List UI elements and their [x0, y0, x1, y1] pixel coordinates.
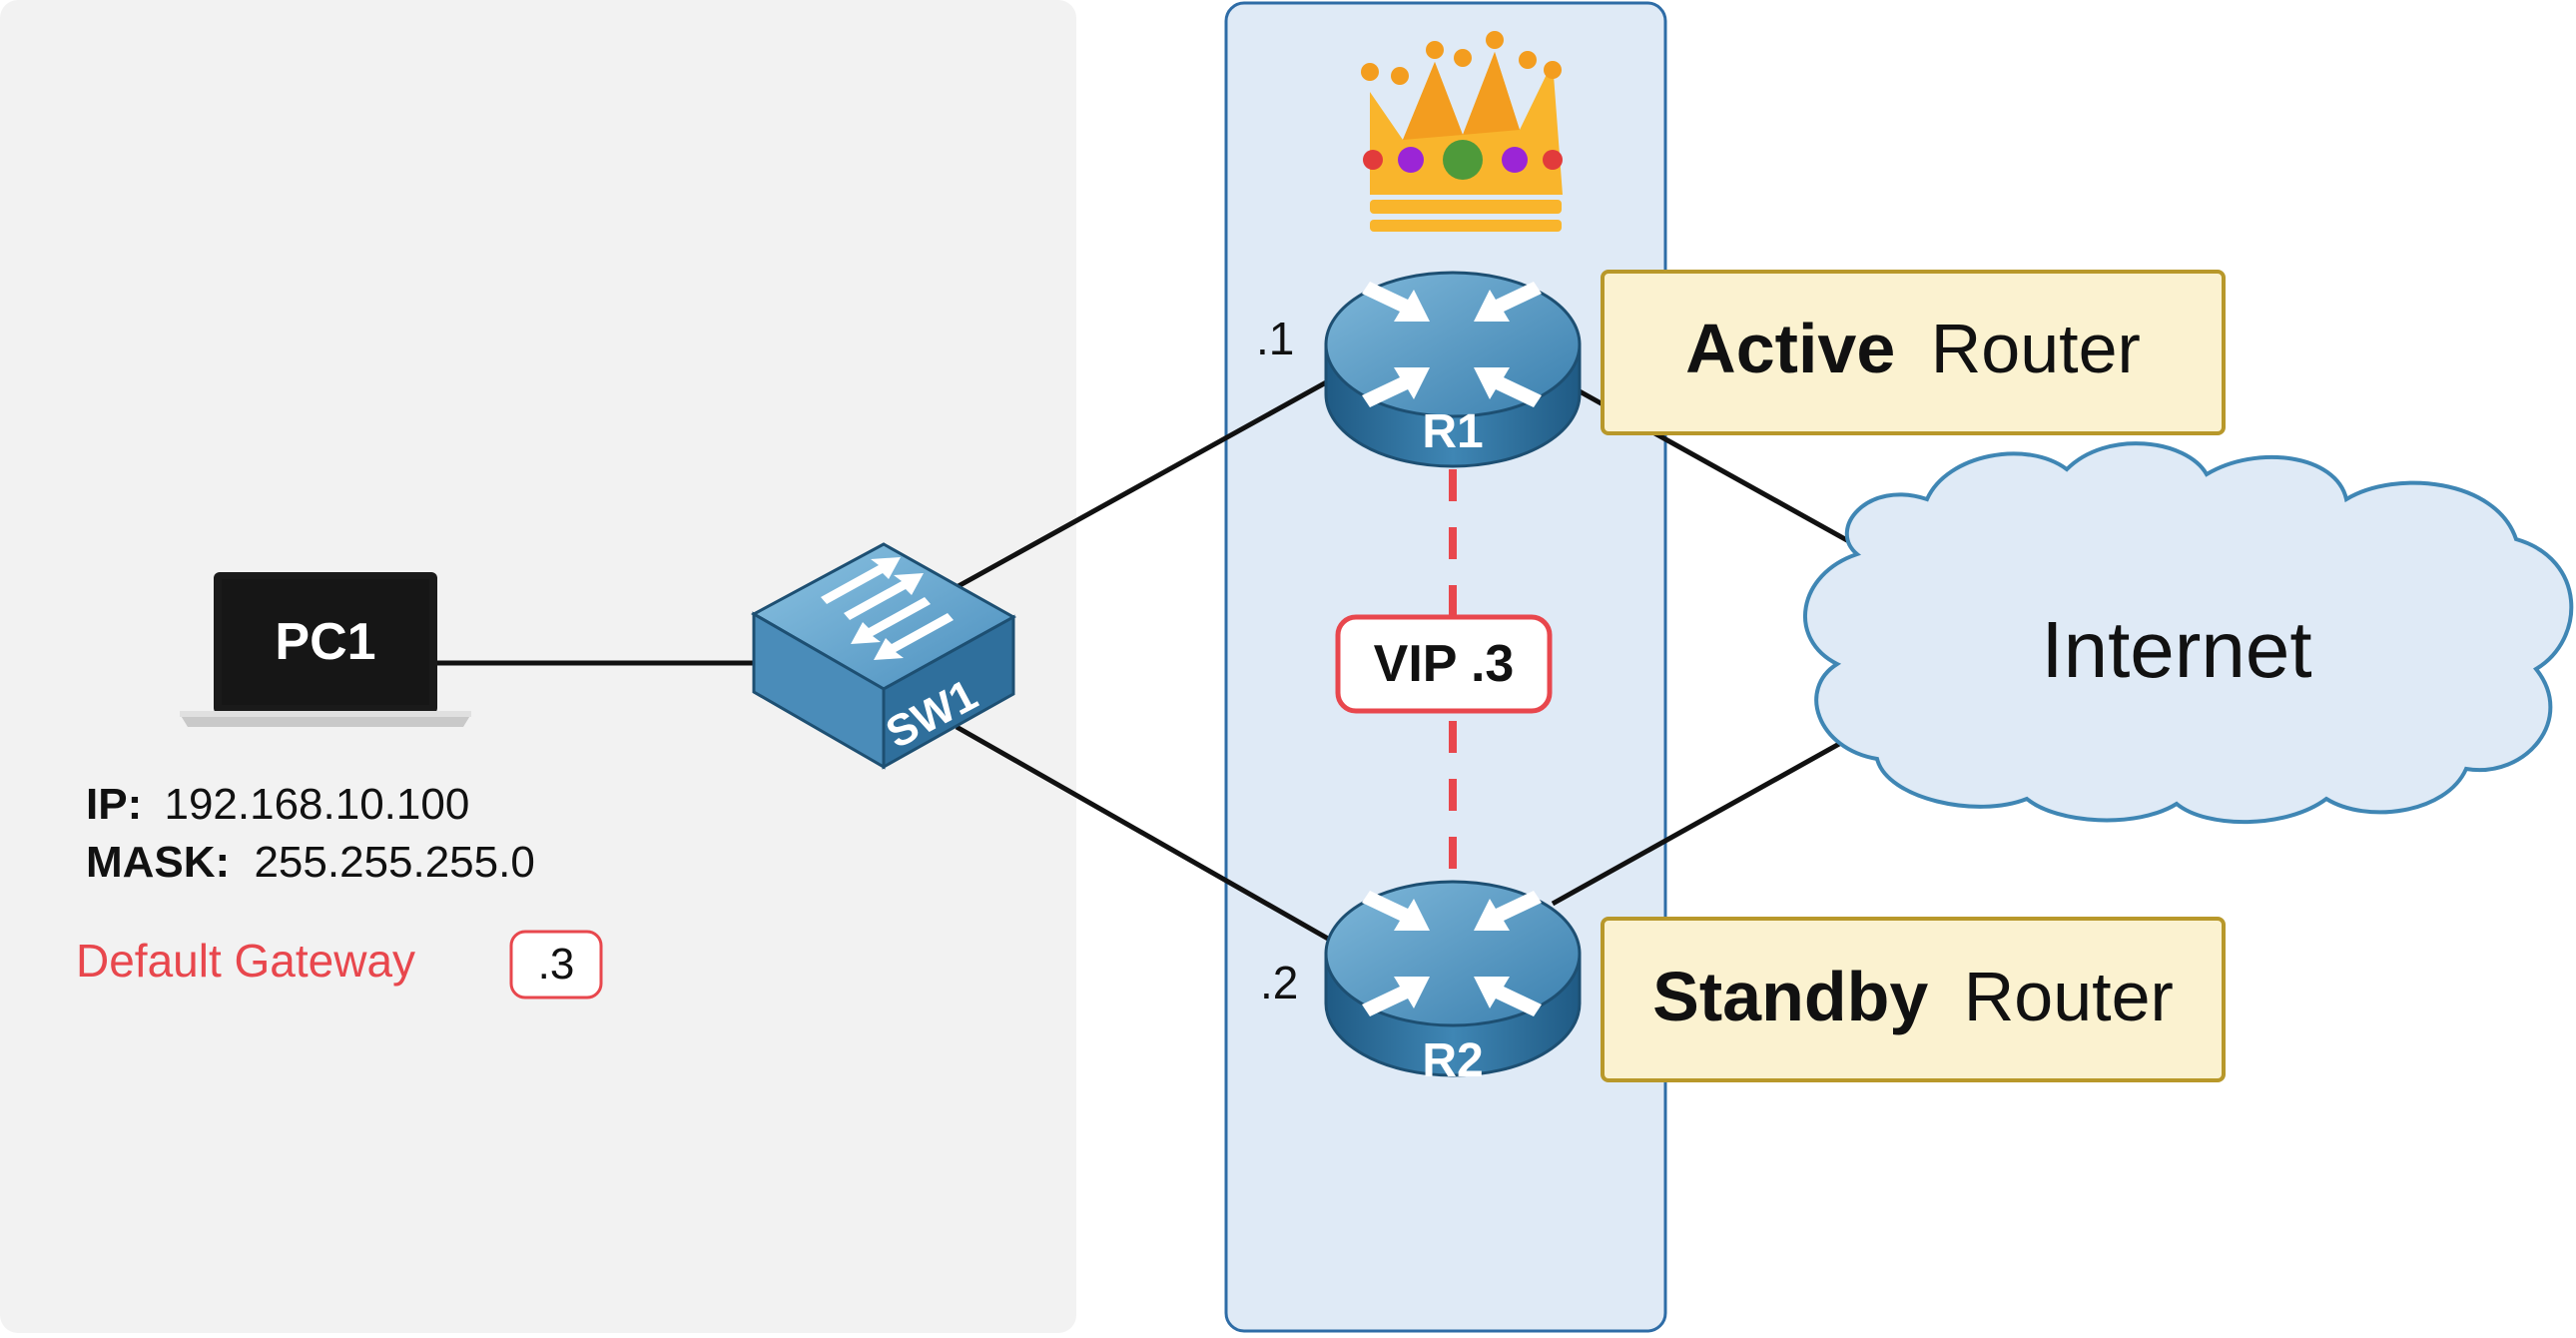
- r1-address: .1: [1256, 313, 1294, 364]
- pc-ip-line: IP: 192.168.10.100: [86, 780, 469, 829]
- router-icon: R2: [1324, 880, 1582, 1087]
- standby-suffix: Router: [1964, 958, 2174, 1035]
- link-sw1-r1: [955, 378, 1330, 590]
- pc-ip-value: 192.168.10.100: [164, 780, 469, 829]
- vip-box: VIP .3: [1335, 614, 1553, 714]
- pc-mask-value: 255.255.255.0: [254, 838, 534, 887]
- link-sw1-r2: [955, 724, 1330, 942]
- active-router-label: Active Router: [1601, 270, 2226, 435]
- pc-mask-line: MASK: 255.255.255.0: [86, 838, 535, 887]
- host-panel: [0, 0, 1076, 1333]
- vip-label: VIP .3: [1374, 635, 1515, 693]
- router-icon: R1: [1324, 271, 1582, 468]
- switch-icon: SW1: [750, 542, 1017, 770]
- pc1-label: PC1: [275, 613, 375, 671]
- svg-text:Standby Router: Standby Router: [1652, 958, 2174, 1035]
- standby-role: Standby: [1652, 958, 1928, 1035]
- link-r2-internet: [1551, 731, 1859, 907]
- r2-label: R2: [1422, 1034, 1483, 1087]
- r2-address: .2: [1260, 957, 1298, 1008]
- pc-mask-label: MASK:: [86, 838, 230, 887]
- active-suffix: Router: [1931, 310, 2141, 387]
- pc-ip-label: IP:: [86, 780, 142, 829]
- svg-text:Active Router: Active Router: [1685, 310, 2141, 387]
- internet-label: Internet: [2041, 605, 2311, 694]
- standby-router-label: Standby Router: [1601, 917, 2226, 1082]
- active-role: Active: [1685, 310, 1895, 387]
- r1-label: R1: [1422, 405, 1483, 458]
- default-gateway-label: Default Gateway: [76, 935, 415, 987]
- cloud-icon: Internet: [1802, 441, 2574, 825]
- laptop-icon: PC1: [180, 572, 471, 727]
- crown-icon: [1361, 31, 1563, 232]
- default-gateway-value: .3: [538, 940, 575, 989]
- default-gateway-box: [509, 930, 603, 1000]
